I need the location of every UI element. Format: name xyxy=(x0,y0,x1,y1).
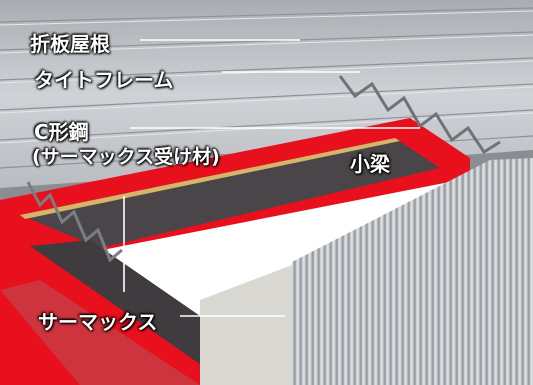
label-folded-plate-roof: 折板屋根 xyxy=(30,32,110,56)
label-thermax: サーマックス xyxy=(38,310,158,334)
label-tight-frame: タイトフレーム xyxy=(34,68,174,92)
tight-frame-profile xyxy=(338,75,501,155)
leader-lines xyxy=(123,39,420,317)
c-steel-support xyxy=(26,181,123,263)
label-c-steel-note: (サーマックス受け材) xyxy=(32,146,220,168)
corrugated-wall xyxy=(292,158,533,385)
label-c-steel: C形鋼 xyxy=(34,120,89,144)
thermax-board xyxy=(200,262,300,385)
label-small-beam: 小梁 xyxy=(350,152,390,176)
